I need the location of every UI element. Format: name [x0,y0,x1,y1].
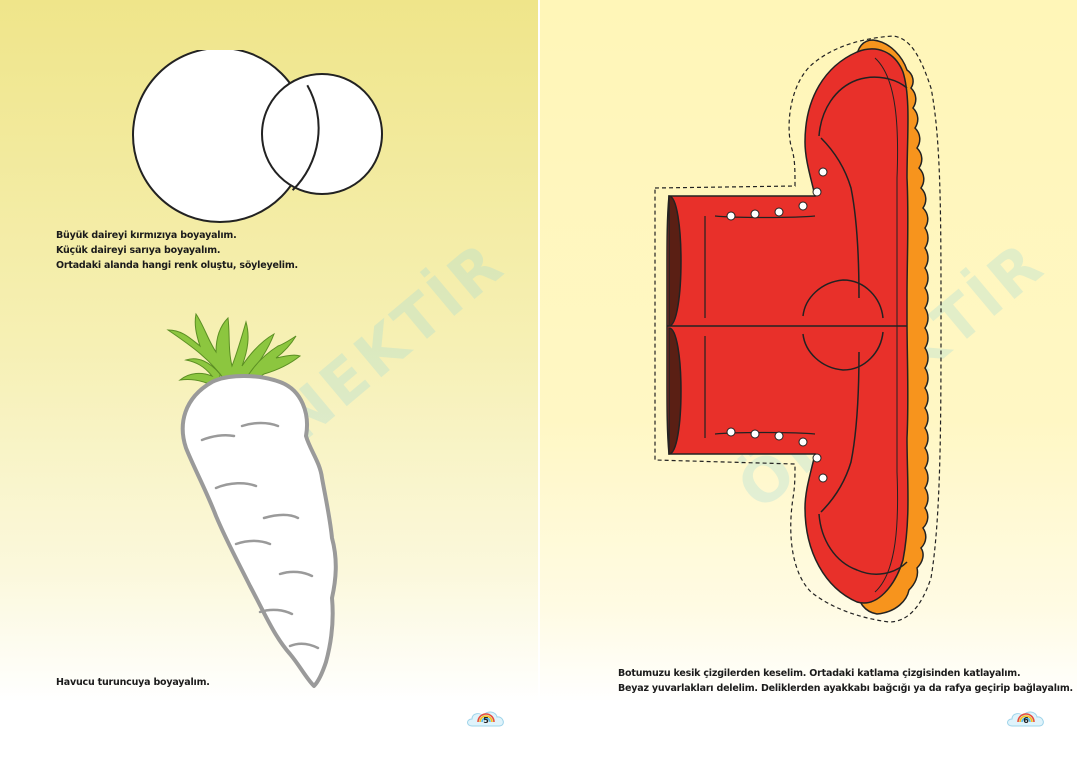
cloud-rainbow-icon [1007,711,1044,727]
boot-instruction: Botumuzu kesik çizgilerden keselim. Orta… [618,666,1073,696]
page-number: 5 [483,716,489,725]
left-page: ÖRNEKTİR Büyük daireyi kırmızıya boyayal… [0,0,538,763]
instruction-line: Ortadaki alanda hangi renk oluştu, söyle… [56,260,298,271]
page-number: 6 [1023,716,1029,725]
right-page: ÖRNEKTİR [540,0,1077,763]
cloud-rainbow-icon [467,711,504,727]
carrot-illustration [166,312,338,688]
instruction-line: Küçük daireyi sarıya boyayalım. [56,245,221,256]
small-circle [261,73,383,195]
page-number-badge-left: 5 [466,708,506,730]
instruction-line: Havucu turuncuya boyayalım. [56,677,210,688]
overlapping-circles-illustration [132,50,383,223]
big-circle-overlap-arc [291,84,320,191]
instruction-line: Büyük daireyi kırmızıya boyayalım. [56,230,237,241]
page-number-badge-right: 6 [1006,708,1046,730]
instruction-line: Beyaz yuvarlakları delelim. Deliklerden … [618,683,1073,694]
boot-cutout-illustration [654,35,942,623]
carrot-instruction: Havucu turuncuya boyayalım. [56,675,210,690]
boot-lace-holes [726,167,828,483]
instruction-line: Botumuzu kesik çizgilerden keselim. Orta… [618,668,1021,679]
boot-body [666,48,909,604]
circles-instruction: Büyük daireyi kırmızıya boyayalım. Küçük… [56,228,298,273]
carrot-ridges [200,421,320,650]
cut-line-dashed [654,35,942,623]
carrot-body-outline [180,374,338,688]
